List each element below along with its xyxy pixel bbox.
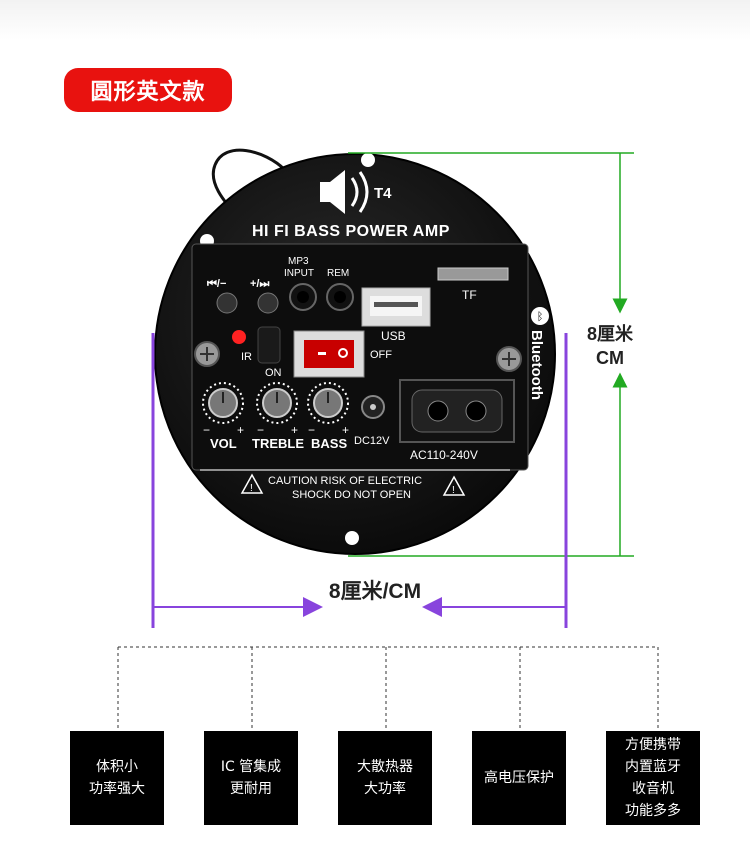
- caution-line1: CAUTION RISK OF ELECTRIC: [268, 475, 422, 487]
- feature-box-1: 体积小 功率强大: [70, 731, 164, 825]
- width-dimension-label: 8厘米/CM: [328, 580, 422, 603]
- vol-plus: +: [237, 423, 244, 437]
- ir-sensor: [257, 326, 281, 364]
- next-button[interactable]: [257, 292, 279, 314]
- feature-text-5: 方便携带 内置蓝牙 收音机 功能多多: [625, 737, 681, 819]
- bluetooth-glyph: ᛒ: [537, 310, 544, 323]
- warning-icon-right: !: [442, 475, 466, 496]
- ac-label: AC110-240V: [410, 448, 478, 462]
- mp3-label: MP3: [288, 256, 309, 267]
- feature-box-5: 方便携带 内置蓝牙 收音机 功能多多: [606, 731, 700, 825]
- ir-led: [232, 330, 246, 344]
- speaker-icon: [320, 170, 369, 214]
- input-label: INPUT: [284, 268, 314, 279]
- vol-knob[interactable]: [202, 382, 244, 424]
- feature-text-4: 高电压保护: [484, 770, 554, 786]
- bass-knob[interactable]: [307, 382, 349, 424]
- feature-connector-lines: [117, 646, 659, 731]
- caution-line2: SHOCK DO NOT OPEN: [292, 489, 411, 501]
- logo-text: T4: [374, 185, 392, 202]
- height-dimension-label: 8厘米 CM: [586, 324, 633, 368]
- power-switch[interactable]: [304, 340, 354, 368]
- screw-left: [194, 341, 220, 367]
- mount-hole-top: [361, 153, 375, 167]
- switch-on-mark: [318, 352, 326, 355]
- usb-contacts: [374, 302, 418, 307]
- bass-minus: −: [308, 423, 315, 437]
- rem-jack-hole: [334, 291, 346, 303]
- treble-label: TREBLE: [252, 436, 304, 451]
- tf-slot[interactable]: [437, 267, 509, 281]
- svg-text:!: !: [452, 485, 455, 496]
- feature-box-2: IC 管集成 更耐用: [204, 731, 298, 825]
- feature-text-3: 大散热器 大功率: [357, 759, 413, 797]
- warning-icon-left: !: [240, 473, 264, 494]
- treble-plus: +: [291, 423, 298, 437]
- ac-socket-inner: [411, 389, 503, 433]
- vol-minus: −: [203, 423, 210, 437]
- bass-label: BASS: [311, 436, 347, 451]
- vol-label: VOL: [210, 436, 237, 451]
- treble-minus: −: [257, 423, 264, 437]
- mount-hole-bottom: [345, 531, 359, 545]
- bluetooth-icon: [531, 307, 549, 325]
- feature-box-3: 大散热器 大功率: [338, 731, 432, 825]
- svg-text:!: !: [250, 483, 253, 494]
- on-label: ON: [265, 367, 282, 379]
- top-shadow-band: [0, 0, 750, 40]
- prev-label: ⏮/−: [207, 278, 226, 290]
- feature-text-1: 体积小 功率强大: [89, 759, 145, 797]
- mp3-jack-hole: [297, 291, 309, 303]
- panel-title: HI FI BASS POWER AMP: [252, 223, 450, 240]
- switch-off-mark: [338, 348, 348, 358]
- treble-knob[interactable]: [256, 382, 298, 424]
- usb-label: USB: [381, 329, 406, 343]
- feature-box-4: 高电压保护: [472, 731, 566, 825]
- dc-jack-pin: [370, 404, 376, 410]
- ac-pin-right: [465, 400, 487, 422]
- next-label: +/⏭: [250, 278, 269, 290]
- bass-plus: +: [342, 423, 349, 437]
- rem-label: REM: [327, 268, 349, 279]
- prev-button[interactable]: [216, 292, 238, 314]
- screw-right: [496, 346, 522, 372]
- bluetooth-label: Bluetooth: [528, 330, 545, 400]
- feature-text-2: IC 管集成 更耐用: [220, 759, 282, 797]
- ac-pin-left: [427, 400, 449, 422]
- style-badge: 圆形英文款: [64, 68, 232, 112]
- off-label: OFF: [370, 349, 392, 361]
- tf-label: TF: [462, 288, 477, 302]
- dc-label: DC12V: [354, 435, 390, 447]
- ir-label: IR: [241, 351, 252, 363]
